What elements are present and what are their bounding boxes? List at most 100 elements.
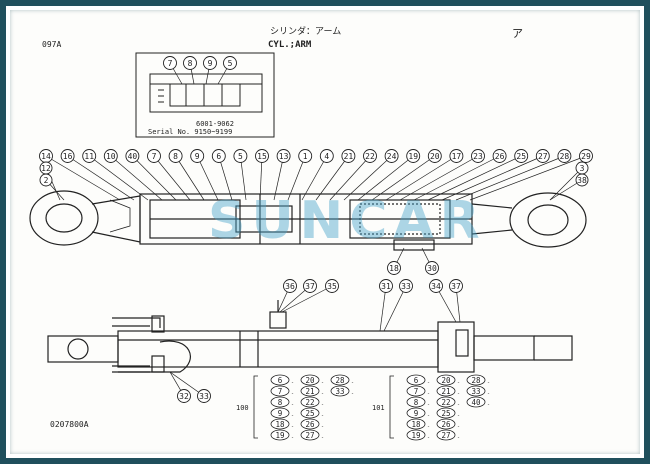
callout-5: 5 [233,149,248,201]
callout-11: 11 [82,149,149,201]
kit-qty-mark: - [351,391,354,397]
callout-27: 27 [441,149,550,201]
callout-label: 28 [560,152,570,161]
callout-label: 9 [208,59,213,68]
kit-qty-mark: - [487,402,490,408]
kit-part-number: 27 [441,431,450,440]
kit-qty-mark: - [321,402,324,408]
kit-table-101: 1016-7-8-9-18-19-20-21-22-25-26-27-28-33… [372,374,490,441]
callout-15: 15 [255,149,269,201]
callout-21: 21 [315,149,356,201]
kit-qty-mark: - [457,402,460,408]
callout-33: 33 [383,279,413,332]
kit-part-number: 40 [471,398,481,407]
kit-part-number: 6 [278,376,283,385]
callout-label: 4 [324,152,329,161]
kit-qty-mark: - [457,435,460,441]
cylinder-assembly [47,300,573,373]
callout-label: 35 [327,282,337,291]
callout-label: 7 [152,152,157,161]
kit-qty-mark: - [291,435,294,441]
callout-label: 33 [401,282,411,291]
callout-label: 21 [344,152,354,161]
kit-part-number: 22 [441,398,450,407]
callout-9: 9 [190,149,219,201]
left-callouts: 122 [39,161,65,201]
kit-qty-mark: - [351,380,354,386]
kit-qty-mark: - [291,402,294,408]
callout-29: 29 [469,149,593,201]
callout-25: 25 [427,149,529,201]
callout-label: 29 [581,152,591,161]
callout-label: 19 [408,152,418,161]
callout-label: 10 [106,152,116,161]
inset-serial-number: Serial No. 9150~9199 [148,128,232,136]
kit-qty-mark: - [321,435,324,441]
callout-24: 24 [343,149,399,201]
kit-part-number: 21 [441,387,450,396]
callout-label: 36 [285,282,295,291]
callout-23: 23 [399,149,485,201]
kit-part-number: 7 [278,387,283,396]
callout-7: 7 [147,149,191,201]
callout-37: 37 [279,279,317,313]
kit-part-number: 7 [414,387,419,396]
callout-17: 17 [385,149,464,201]
kit-qty-mark: - [427,413,430,419]
kit-part-number: 19 [411,431,420,440]
callout-14: 14 [39,149,121,201]
kit-part-number: 25 [441,409,450,418]
callout-38: 38 [549,173,589,201]
callout-31: 31 [379,279,393,332]
callout-label: 3 [580,164,585,173]
callout-label: 31 [381,282,391,291]
callout-label: 5 [238,152,243,161]
kit-qty-mark: - [457,391,460,397]
callout-5: 5 [217,56,237,85]
callout-label: 5 [228,59,233,68]
callout-16: 16 [60,149,135,201]
callout-label: 9 [195,152,200,161]
kit-part-number: 6 [414,376,419,385]
kit-qty-mark: - [457,413,460,419]
right-callouts: 338 [549,161,589,201]
kit-qty-mark: - [291,380,294,386]
kit-table-100: 1006-7-8-9-18-19-20-21-22-25-26-27-28-33… [236,374,354,441]
kit-part-number: 22 [305,398,314,407]
callout-label: 2 [44,176,49,185]
kit-part-number: 28 [471,376,481,385]
callout-label: 8 [188,59,193,68]
kit-label: 100 [236,404,249,412]
callout-label: 18 [389,264,399,273]
callout-label: 6 [216,152,221,161]
kit-part-number: 20 [305,376,315,385]
drawing-number: 0207800A [50,420,89,429]
kit-part-number: 8 [414,398,419,407]
callout-32: 32 [169,371,191,403]
callout-label: 23 [473,152,483,161]
kit-qty-mark: - [427,424,430,430]
kit-part-number: 18 [275,420,285,429]
kit-part-number: 8 [278,398,283,407]
callout-7: 7 [163,56,183,85]
callout-label: 13 [279,152,289,161]
callout-label: 30 [427,264,437,273]
kit-qty-mark: - [291,413,294,419]
title-english: CYL.;ARM [268,40,312,50]
callout-label: 12 [41,164,51,173]
callout-label: 40 [128,152,138,161]
kit-qty-mark: - [321,391,324,397]
kit-qty-mark: - [321,424,324,430]
callout-20: 20 [371,149,442,201]
callout-6: 6 [211,149,233,201]
callout-8: 8 [183,56,197,85]
callout-label: 17 [452,152,462,161]
kit-label: 101 [372,404,385,412]
callout-label: 37 [305,282,315,291]
kit-qty-mark: - [427,435,430,441]
callout-28: 28 [455,149,572,201]
